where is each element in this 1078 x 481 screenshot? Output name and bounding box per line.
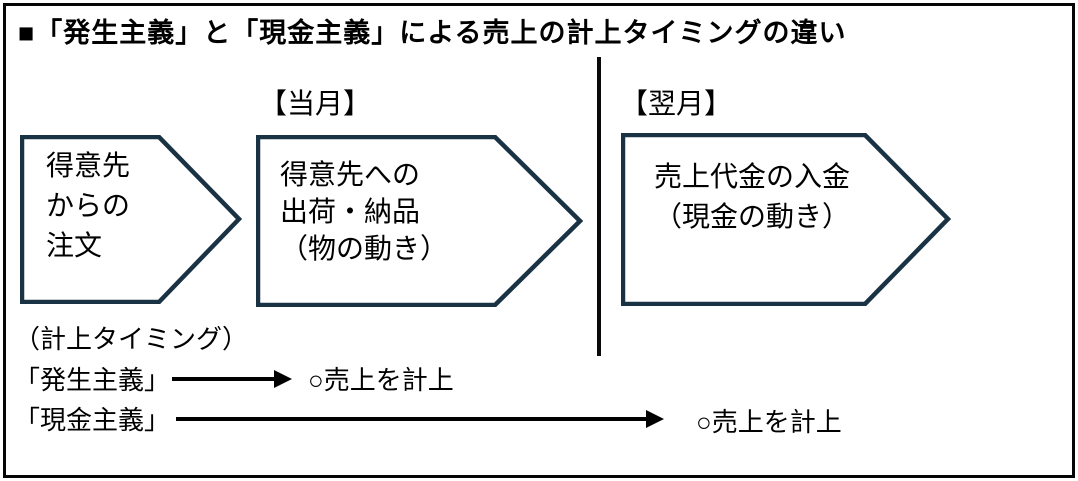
- flow-step-line: からの: [46, 191, 131, 222]
- flow-step-line: 出荷・納品: [280, 197, 421, 228]
- flow-step-payment-receipt: 売上代金の入金 （現金の動き）: [621, 133, 951, 306]
- flow-step-text: 売上代金の入金 （現金の動き）: [627, 158, 877, 238]
- chevron-arrow-shape: [256, 135, 583, 307]
- chevron-arrow-shape: [20, 135, 242, 304]
- timing-section-heading: （計上タイミング）: [14, 325, 249, 354]
- cash-recognition-text: ○売上を計上: [696, 408, 842, 437]
- next-month-label: 【翌月】: [620, 89, 733, 120]
- flow-step-line: 得意先: [46, 151, 131, 182]
- flow-step-line: 売上代金の入金: [653, 162, 850, 193]
- accrual-basis-label: 「発生主義」: [14, 366, 171, 395]
- chevron-arrow-shape: [621, 133, 951, 306]
- cash-right-arrow-icon: [176, 410, 664, 428]
- flow-step-line: （現金の動き）: [653, 202, 850, 233]
- current-month-label: 【当月】: [259, 89, 372, 120]
- accrual-right-arrow-icon: [172, 370, 292, 388]
- flow-step-line: 得意先への: [280, 160, 421, 191]
- cash-basis-label: 「現金主義」: [14, 406, 171, 435]
- flow-step-customer-order: 得意先 からの 注文: [20, 135, 242, 304]
- diagram-title: ■「発生主義」と「現金主義」による売上の計上タイミングの違い: [18, 18, 847, 48]
- accrual-recognition-text: ○売上を計上: [308, 366, 454, 395]
- month-divider-line: [597, 57, 601, 356]
- flow-step-text: 得意先 からの 注文: [46, 147, 130, 267]
- flow-step-shipment-delivery: 得意先への 出荷・納品 （物の動き）: [256, 135, 583, 307]
- flow-step-line: （物の動き）: [280, 234, 449, 265]
- flow-step-line: 注文: [46, 231, 103, 262]
- flow-step-text: 得意先への 出荷・納品 （物の動き）: [280, 157, 448, 268]
